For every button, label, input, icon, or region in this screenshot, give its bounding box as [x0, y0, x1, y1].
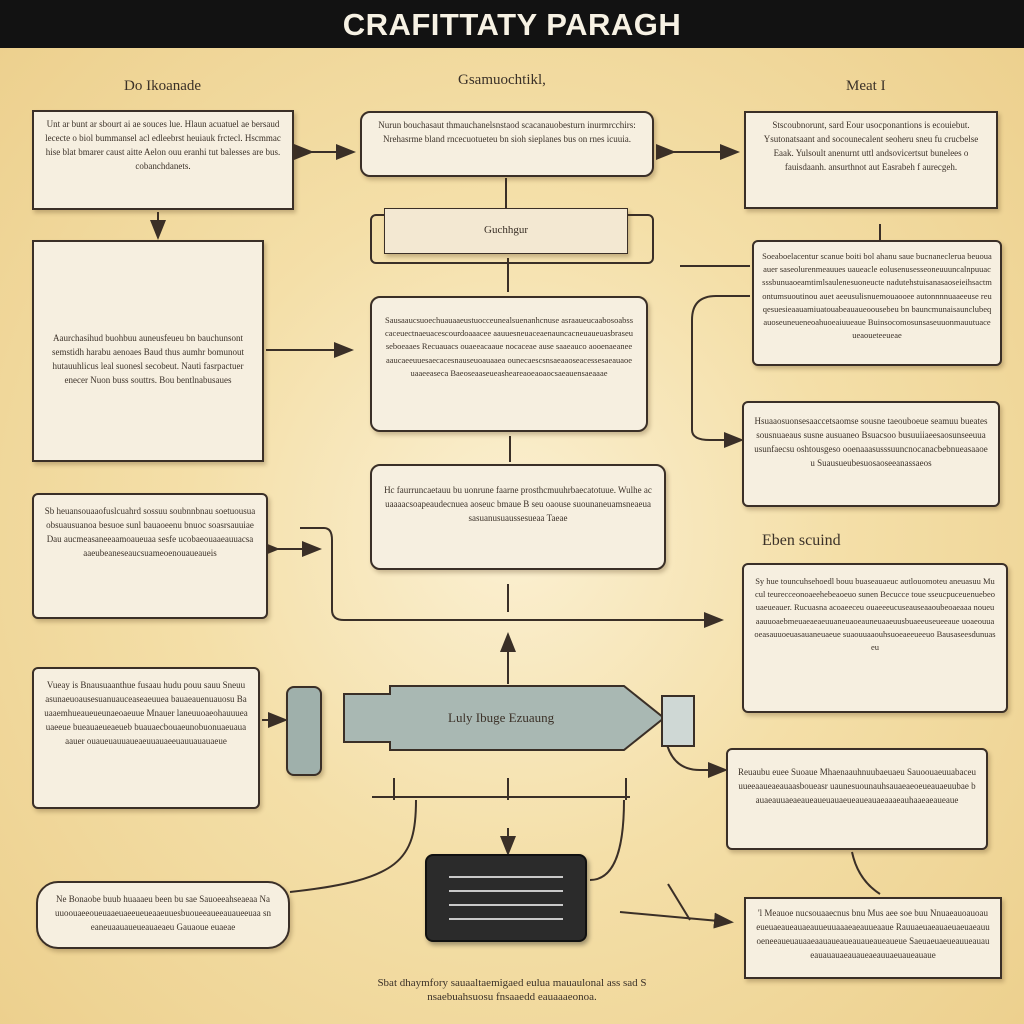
text-box-right-upper: Soeaboelacentur scanue boiti bol ahanu s…: [752, 240, 1002, 366]
text-box-top-left: Unt ar bunt ar sbourt ai ae souces lue. …: [32, 110, 294, 210]
text-box-top-right-text: Stscoubnorunt, sard Eour usocponantions …: [763, 120, 979, 172]
text-box-top-center: Nurun bouchasaut thmauchanelsnstaod scac…: [360, 111, 654, 177]
text-box-center-lower-text: Hc faurruncaetauu bu uonrune faarne pros…: [384, 485, 652, 523]
text-box-bottom-right-text: 'l Meauoe nucsouaaecnus bnu Mus aee soe …: [756, 908, 990, 960]
text-box-center-main-text: Sausaaucsuoechuauaaeustuocceunealsuenanh…: [384, 315, 634, 378]
text-box-right-bottom-mid: Reuaubu euee Suoaue Mhaenaauhnuubaeuaeu …: [726, 748, 988, 850]
heading-left: Do Ikoanade: [124, 78, 202, 94]
text-box-right-mid-text: Hsuaaosuonsesaaccetsaomse sousne taeoubo…: [754, 416, 988, 468]
text-box-center-lower: Hc faurruncaetauu bu uonrune faarne pros…: [370, 464, 666, 570]
text-box-left-lower: Vueay is Bnausuaanthue fusaau hudu pouu …: [32, 667, 260, 809]
heading-mid-right: Eben scuind: [762, 532, 841, 549]
text-box-top-center-text: Nurun bouchasaut thmauchanelsnstaod scac…: [378, 120, 636, 144]
pencil-label: Luly Ibuge Ezuaung: [448, 710, 555, 725]
page-title: CRAFITTATY PARAGH: [0, 0, 1024, 48]
heading-right: Meat I: [846, 78, 886, 94]
text-box-right-lower: Sy hue touncuhsehoedl bouu buaseauaeuc a…: [742, 563, 1008, 713]
text-box-left-mid-text: Sb heuansouaaofuslcuahrd sossuu soubnnbn…: [44, 506, 256, 558]
center-tab-label: Guchhgur: [384, 208, 628, 254]
text-box-bottom-left-text: Ne Bonaobe buub huaaaeu been bu sae Sauo…: [54, 894, 272, 932]
text-box-top-left-text: Unt ar bunt ar sbourt ai ae souces lue. …: [45, 119, 281, 171]
text-box-center-main: Sausaaucsuoechuauaaeustuocceunealsuenanh…: [370, 296, 648, 432]
text-box-top-right: Stscoubnorunt, sard Eour usocponantions …: [744, 111, 998, 209]
text-box-right-mid: Hsuaaosuonsesaaccetsaomse sousne taeoubo…: [742, 401, 1000, 507]
heading-center: Gsamuochtikl,: [458, 72, 546, 88]
text-box-left-mid: Sb heuansouaaofuslcuahrd sossuu soubnnbn…: [32, 493, 268, 619]
text-box-left-large: Aaurchasihud buohbuu auneusfeueu bn bauc…: [32, 240, 264, 462]
text-box-left-large-text: Aaurchasihud buohbuu auneusfeueu bn bauc…: [52, 333, 244, 385]
text-box-right-upper-text: Soeaboelacentur scanue boiti bol ahanu s…: [762, 251, 992, 341]
text-box-bottom-right: 'l Meauoe nucsouaaecnus bnu Mus aee soe …: [744, 897, 1002, 979]
keyboard-icon: [425, 854, 587, 942]
text-box-bottom-left: Ne Bonaobe buub huaaaeu been bu sae Sauo…: [36, 881, 290, 949]
text-box-left-lower-text: Vueay is Bnausuaanthue fusaau hudu pouu …: [44, 680, 248, 746]
cylinder-shape: [286, 686, 322, 776]
footer-caption: Sbat dhaymfory sauaaltaemigaed eulua mau…: [377, 977, 647, 1004]
text-box-right-lower-text: Sy hue touncuhsehoedl bouu buaseauaeuc a…: [754, 576, 996, 652]
text-box-right-bottom-mid-text: Reuaubu euee Suoaue Mhaenaauhnuubaeuaeu …: [738, 767, 976, 805]
pencil-shape: [343, 685, 695, 751]
